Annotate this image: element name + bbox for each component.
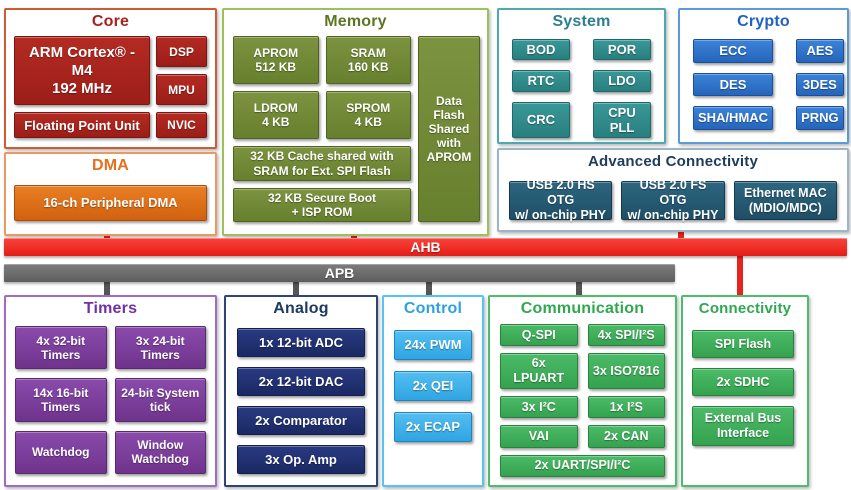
communication-title: Communication [520, 300, 645, 317]
block-sram: SRAM 160 KB [325, 36, 411, 85]
block-watchdog: Watchdog [15, 430, 107, 474]
block-ecap: 2x ECAP [394, 412, 472, 442]
apb-bus: APB [4, 264, 675, 282]
block-floating-point-unit: Floating Point Unit [14, 112, 150, 138]
connector-apb-control [426, 280, 432, 297]
block-ecc: ECC [693, 39, 774, 63]
block-mpu: MPU [156, 74, 207, 106]
block-ethernet-mac: Ethernet MAC (MDIO/MDC) [733, 181, 837, 220]
block-systick: 24-bit System tick [114, 378, 206, 422]
connector-apb-analog [293, 280, 299, 297]
core-section: Core ARM Cortex® -M4 192 MHz DSP MPU Flo… [4, 8, 217, 149]
block-crc: CRC [512, 101, 570, 139]
system-section: System BOD POR RTC LDO CRC CPU PLL [497, 8, 666, 144]
block-ldo: LDO [593, 70, 651, 92]
crypto-section: Crypto ECC AES DES 3DES SHA/HMAC PRNG [678, 8, 849, 144]
block-aprom: APROM 512 KB [233, 36, 319, 85]
block-peripheral-dma: 16-ch Peripheral DMA [14, 185, 207, 221]
block-window-watchdog: Window Watchdog [114, 430, 206, 474]
block-lpuart: 6x LPUART [500, 353, 578, 389]
block-spi-i2s: 4x SPI/I²S [587, 324, 665, 347]
block-qspi: Q-SPI [500, 324, 578, 347]
block-dsp: DSP [156, 36, 207, 68]
analog-title: Analog [273, 300, 329, 317]
connector-ahb-connectivity [737, 255, 743, 297]
system-title: System [552, 13, 611, 30]
block-uart-spi-i2c: 2x UART/SPI/I²C [500, 454, 665, 477]
block-prng: PRNG [796, 106, 844, 130]
timers-title: Timers [83, 300, 138, 317]
memory-title: Memory [324, 13, 387, 30]
block-comparator: 2x Comparator [237, 406, 365, 435]
block-i2c: 3x I²C [500, 395, 578, 419]
dma-section: DMA 16-ch Peripheral DMA [4, 152, 217, 236]
block-secure-boot-rom: 32 KB Secure Boot + ISP ROM [233, 187, 411, 222]
block-can: 2x CAN [587, 425, 665, 448]
block-external-bus-interface: External Bus Interface [692, 406, 794, 446]
block-cpu-pll: CPU PLL [593, 101, 651, 139]
block-usb-fs-otg: USB 2.0 FS OTG w/ on-chip PHY [621, 178, 725, 222]
block-24bit-timers: 3x 24-bit Timers [114, 326, 206, 370]
block-3des: 3DES [796, 72, 844, 97]
block-nvic: NVIC [156, 112, 207, 138]
connector-apb-communication [576, 280, 582, 297]
connectivity-title: Connectivity [698, 300, 792, 317]
block-aes: AES [796, 39, 844, 63]
block-por: POR [593, 39, 651, 61]
block-des: DES [693, 72, 774, 97]
analog-section: Analog 1x 12-bit ADC 2x 12-bit DAC 2x Co… [224, 295, 378, 487]
memory-section: Memory APROM 512 KB SRAM 160 KB Data Fla… [222, 8, 489, 236]
block-arm-cortex-m4: ARM Cortex® -M4 192 MHz [14, 36, 150, 106]
connectivity-section: Connectivity SPI Flash 2x SDHC External … [681, 295, 809, 487]
dma-title: DMA [91, 157, 130, 174]
block-sprom: SPROM 4 KB [325, 91, 411, 140]
block-iso7816: 3x ISO7816 [587, 353, 665, 389]
core-title: Core [91, 13, 130, 30]
block-rtc: RTC [512, 70, 570, 92]
connector-apb-timers [104, 280, 110, 297]
crypto-title: Crypto [737, 13, 790, 30]
advanced-connectivity-section: Advanced Connectivity USB 2.0 HS OTG w/ … [497, 148, 849, 232]
block-bod: BOD [512, 39, 570, 61]
block-sha-hmac: SHA/HMAC [693, 106, 774, 130]
block-spi-flash: SPI Flash [692, 330, 794, 358]
block-32bit-timers: 4x 32-bit Timers [15, 326, 107, 370]
ahb-bus: AHB [4, 238, 847, 256]
block-dac: 2x 12-bit DAC [237, 367, 365, 396]
block-cache: 32 KB Cache shared with SRAM for Ext. SP… [233, 146, 411, 181]
block-qei: 2x QEI [394, 371, 472, 401]
control-title: Control [403, 300, 463, 317]
block-adc: 1x 12-bit ADC [237, 328, 365, 357]
block-op-amp: 3x Op. Amp [237, 445, 365, 474]
block-sdhc: 2x SDHC [692, 368, 794, 396]
timers-section: Timers 4x 32-bit Timers 3x 24-bit Timers… [4, 295, 217, 487]
block-pwm: 24x PWM [394, 330, 472, 360]
control-section: Control 24x PWM 2x QEI 2x ECAP [382, 295, 484, 487]
block-16bit-timers: 14x 16-bit Timers [15, 378, 107, 422]
block-vai: VAI [500, 425, 578, 448]
advanced-connectivity-title: Advanced Connectivity [587, 153, 759, 170]
block-ldrom: LDROM 4 KB [233, 91, 319, 140]
connector-advconn-ahb [678, 225, 684, 239]
block-usb-hs-otg: USB 2.0 HS OTG w/ on-chip PHY [509, 178, 613, 222]
block-i2s: 1x I²S [587, 395, 665, 419]
block-data-flash: Data Flash Shared with APROM [418, 36, 480, 222]
communication-section: Communication Q-SPI 4x SPI/I²S 6x LPUART… [488, 295, 677, 487]
